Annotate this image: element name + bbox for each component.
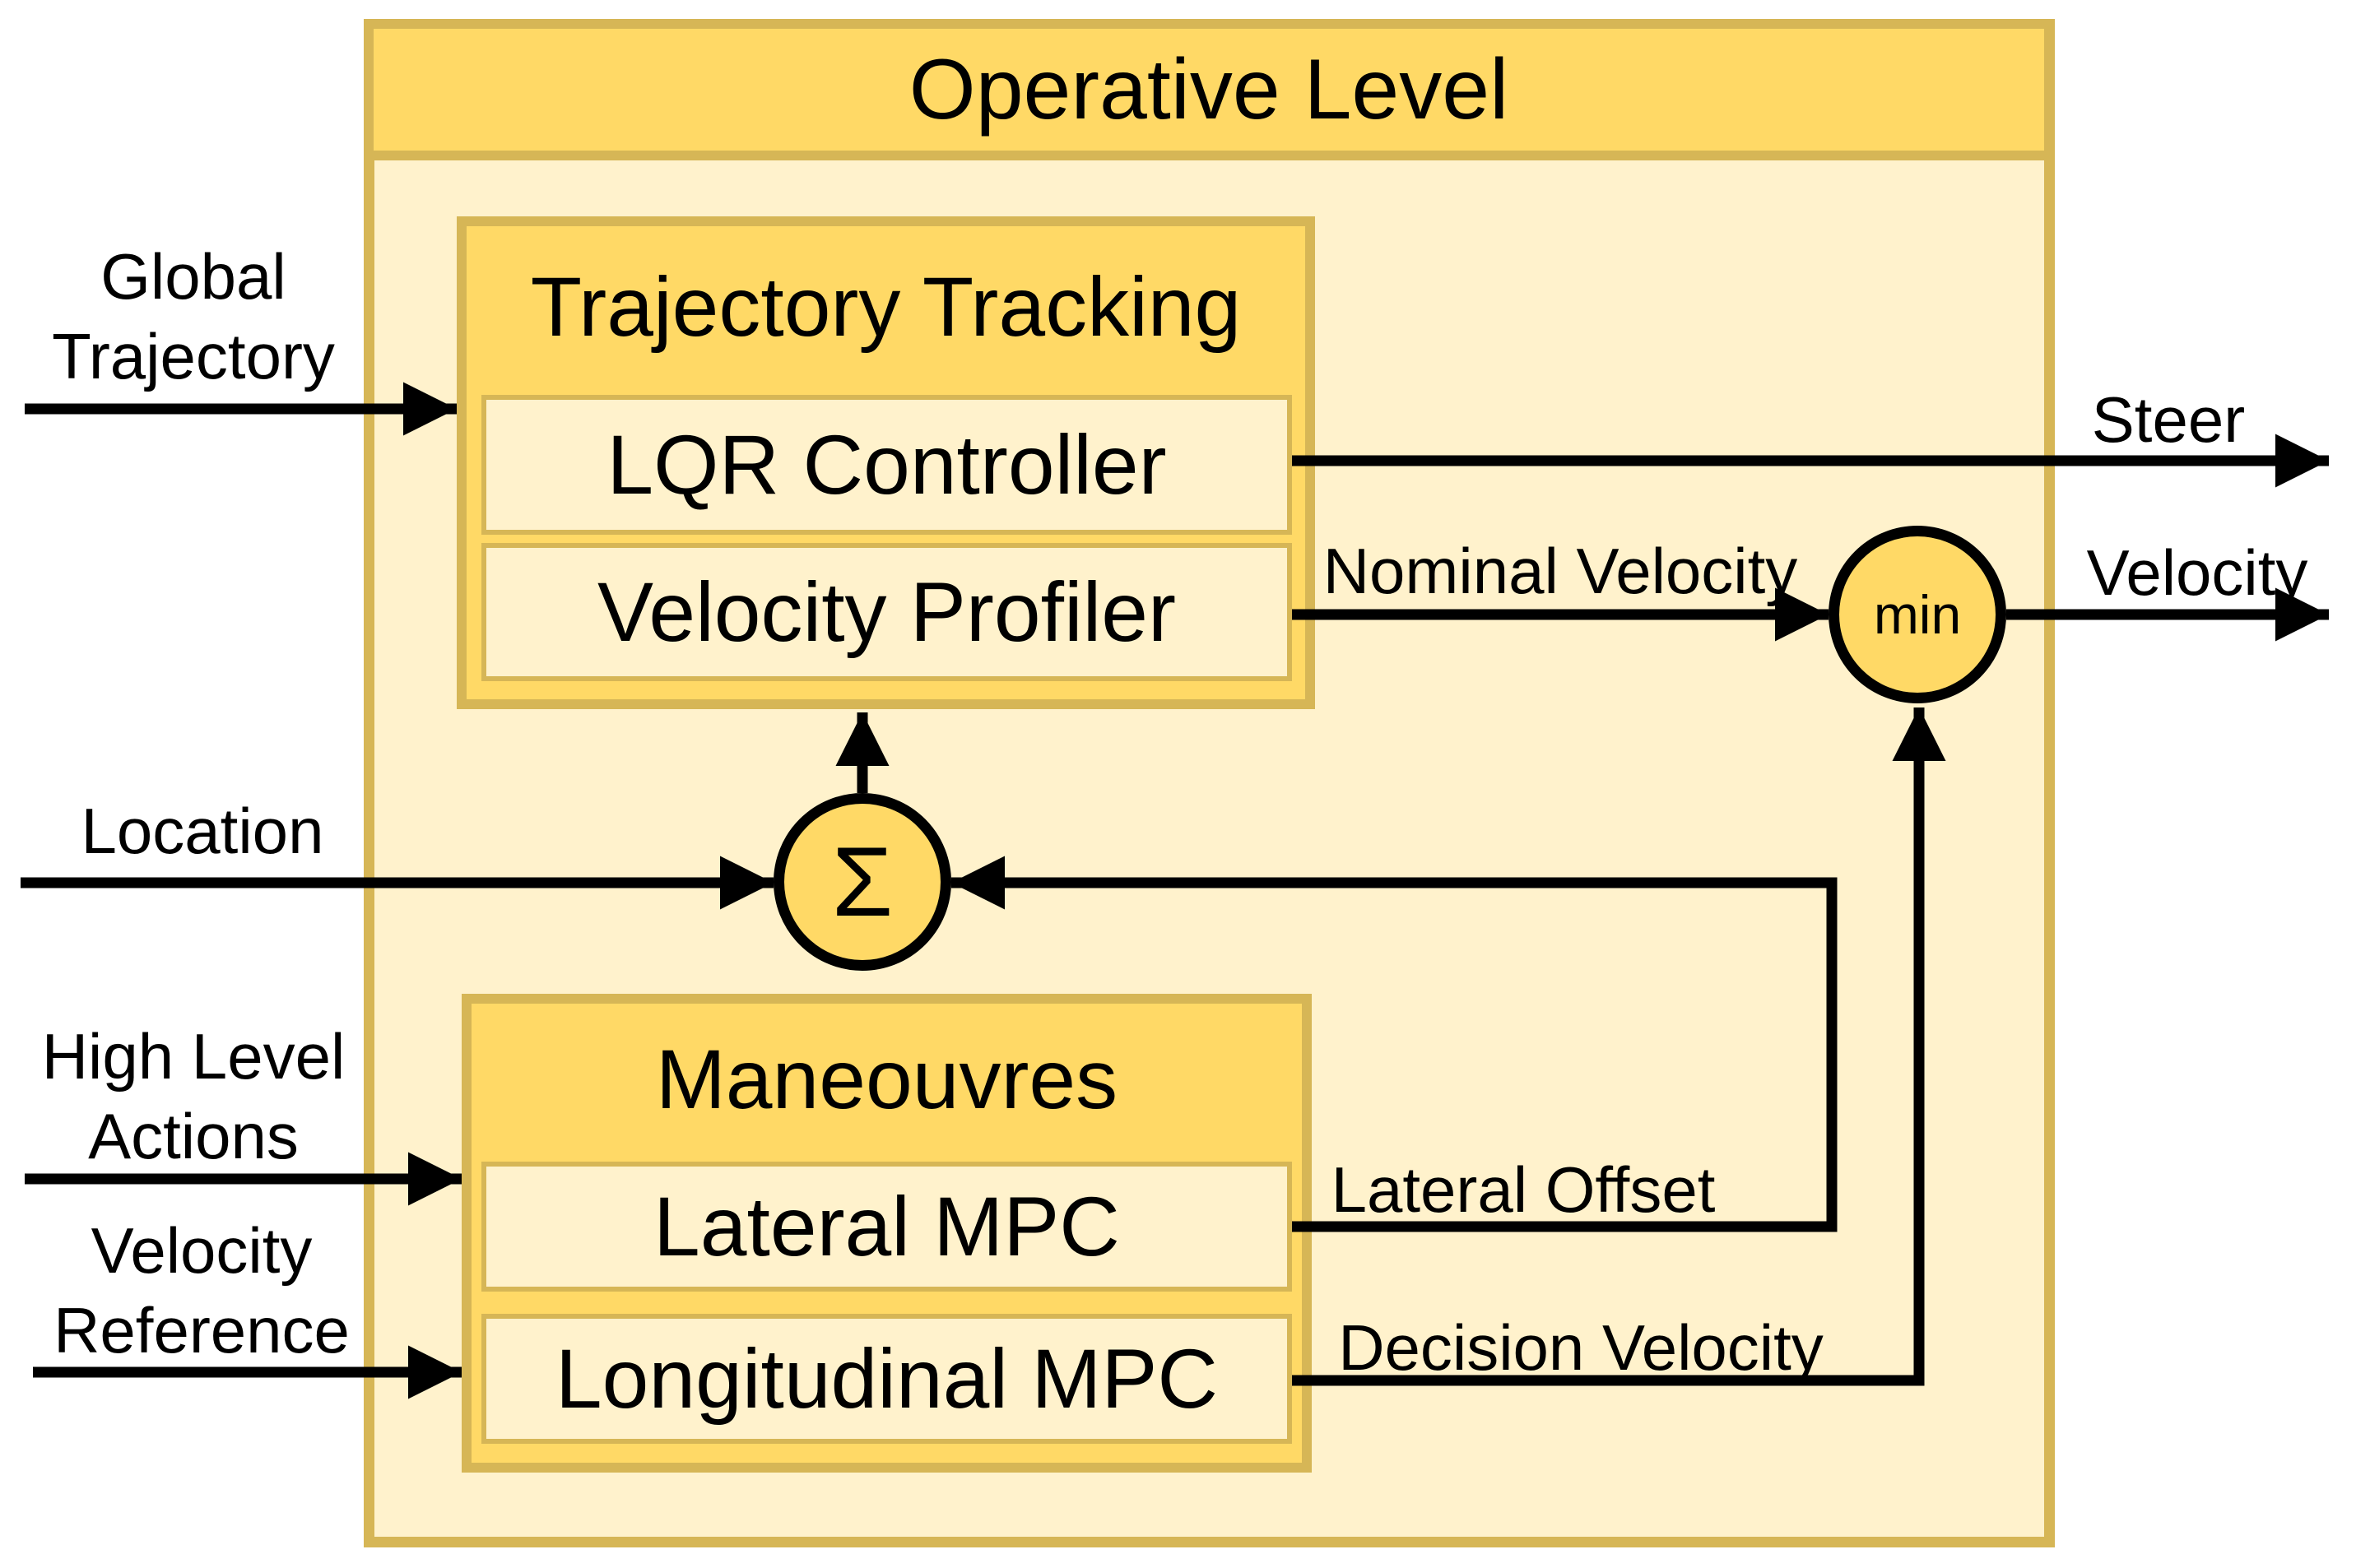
label-nominal-velocity: Nominal Velocity xyxy=(1322,535,1798,607)
lqr-controller-box: LQR Controller xyxy=(481,395,1292,535)
longitudinal-mpc-box: Longitudinal MPC xyxy=(481,1314,1292,1444)
operative-level-title: Operative Level xyxy=(374,29,2044,160)
label-location: Location xyxy=(81,795,324,867)
label-global-trajectory: Global Trajectory xyxy=(52,240,335,392)
label-decision-velocity: Decision Velocity xyxy=(1338,1311,1824,1384)
maneouvres-header: Maneouvres xyxy=(655,1032,1118,1126)
velocity-profiler-box: Velocity Profiler xyxy=(481,543,1292,681)
trajectory-tracking-header: Trajectory Tracking xyxy=(530,259,1242,354)
sum-junction: Σ xyxy=(774,793,951,971)
label-high-level-actions: High Level Actions xyxy=(41,1020,346,1172)
label-lateral-offset: Lateral Offset xyxy=(1331,1153,1716,1226)
lateral-mpc-box: Lateral MPC xyxy=(481,1162,1292,1292)
label-velocity-reference: Velocity Reference xyxy=(53,1214,350,1366)
label-velocity-out: Velocity xyxy=(2086,536,2308,609)
min-junction: min xyxy=(1829,526,2006,703)
label-steer: Steer xyxy=(2091,383,2246,456)
